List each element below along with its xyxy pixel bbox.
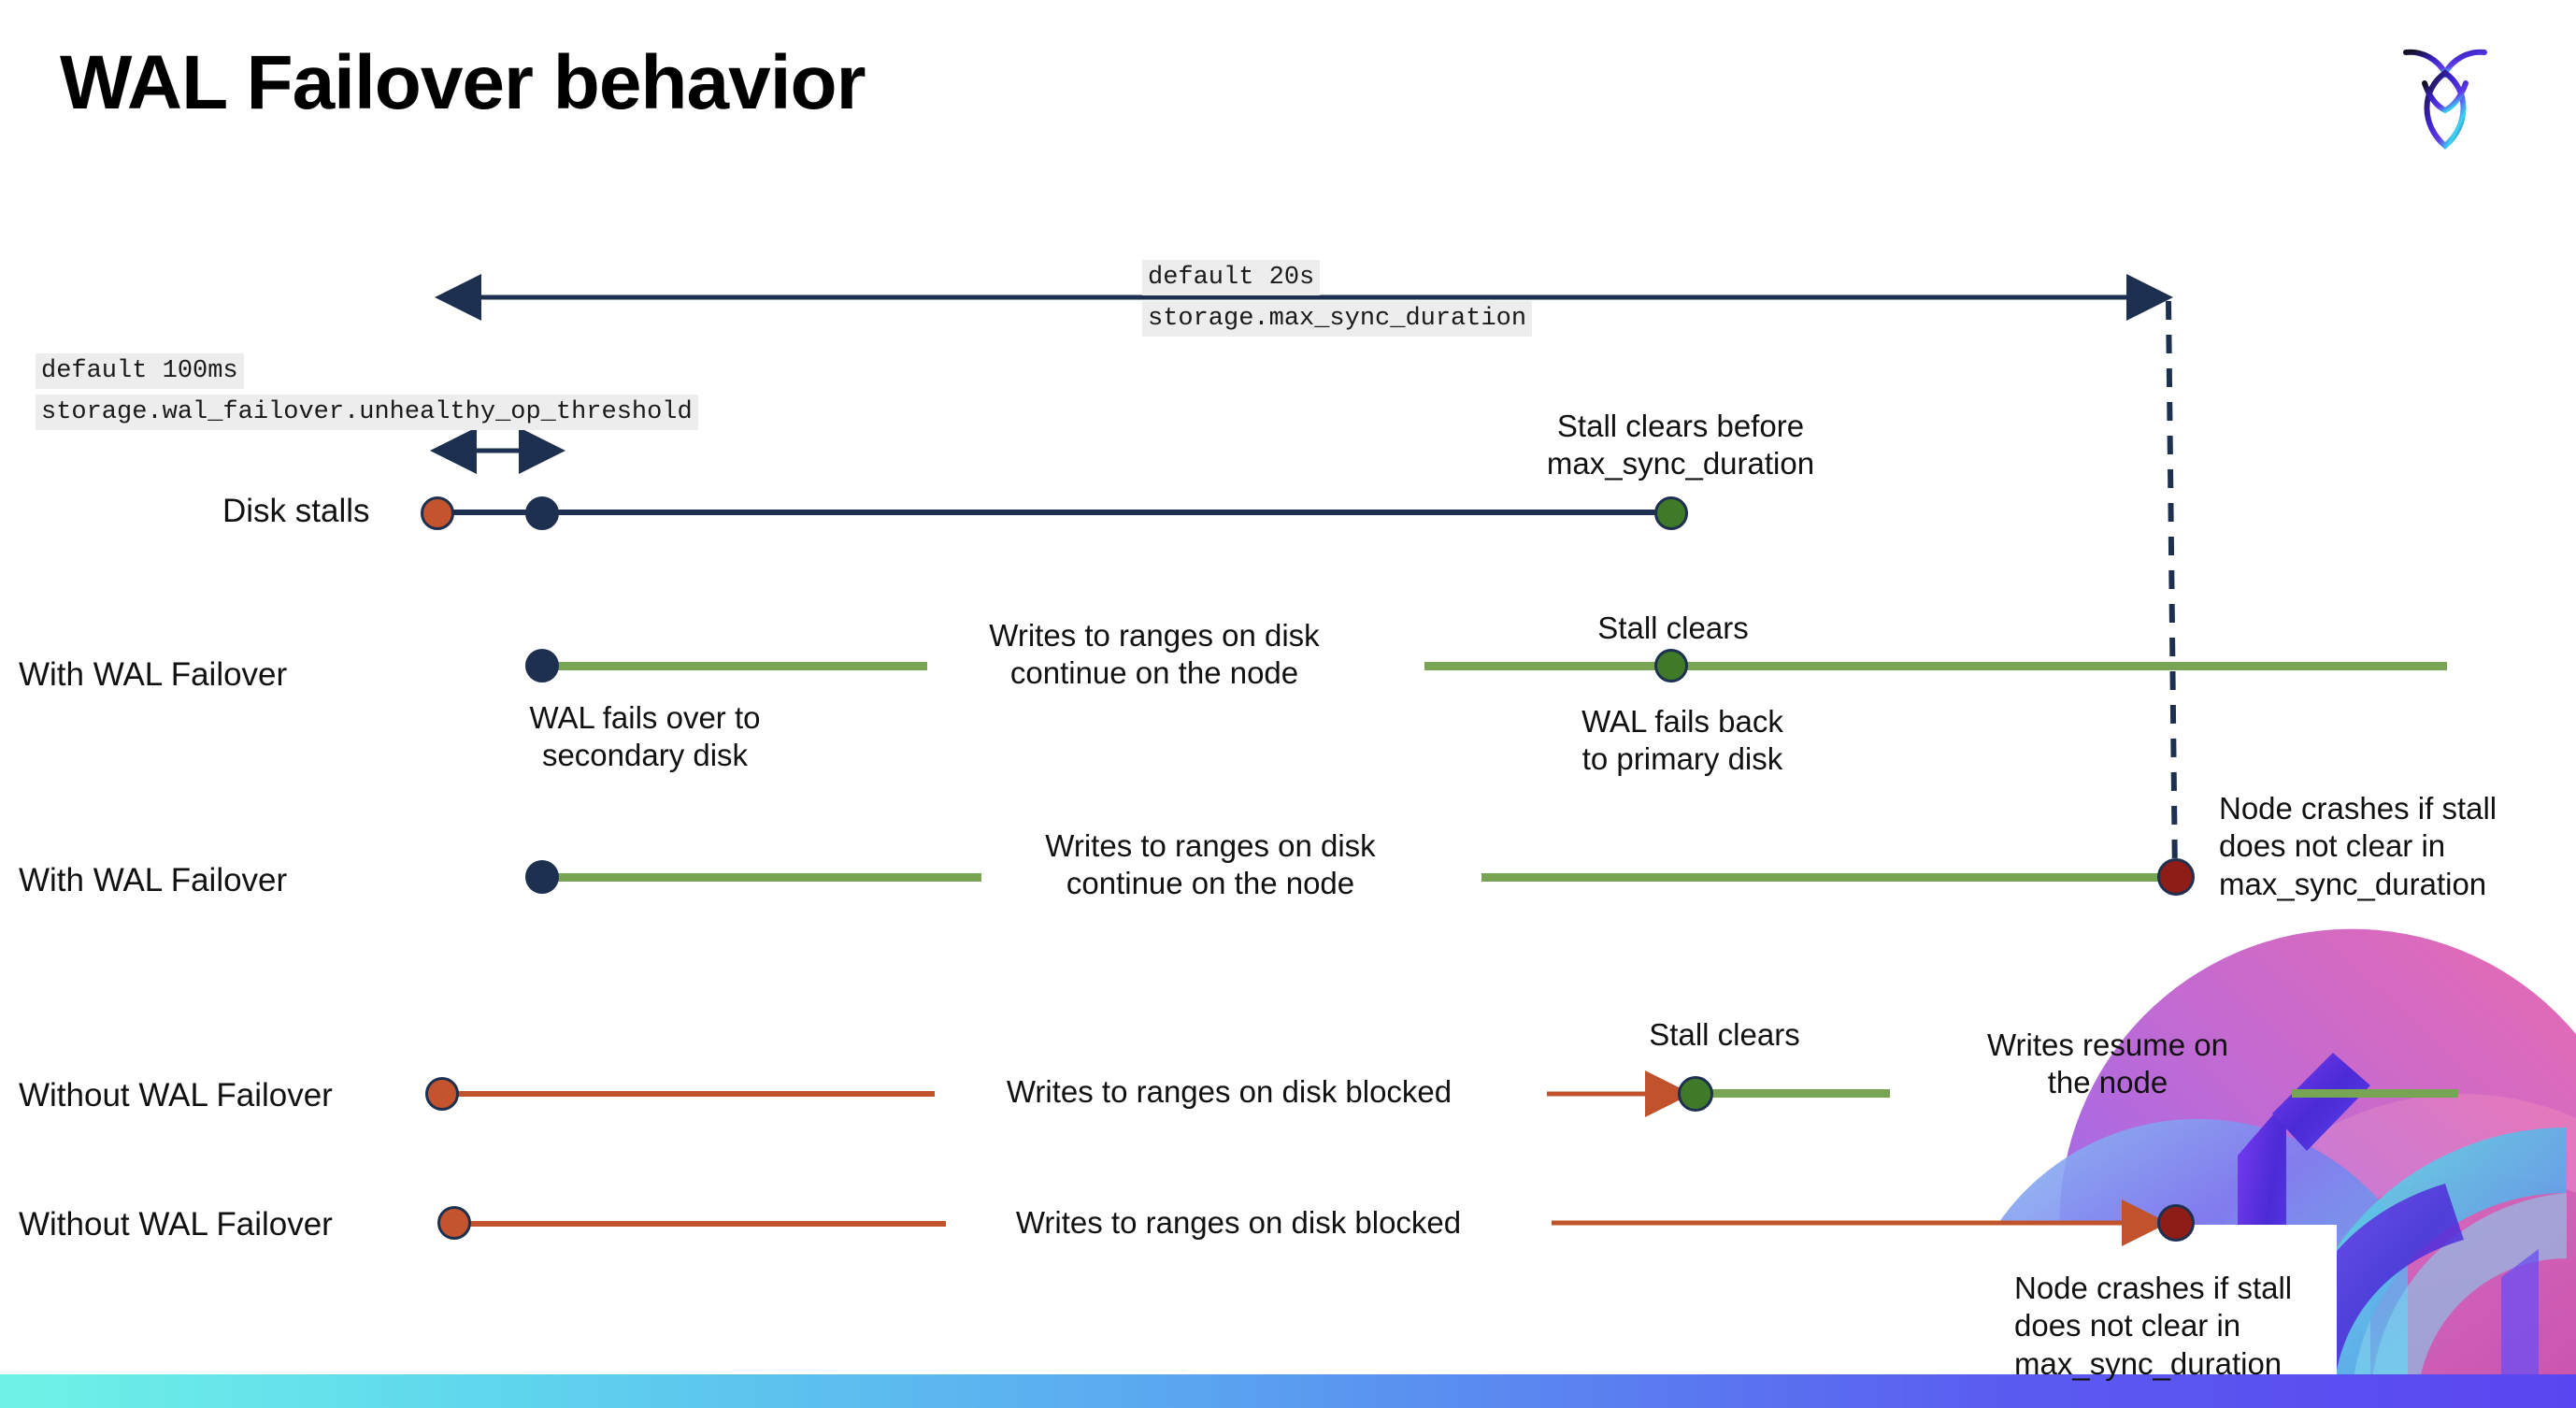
note-writes-blocked-2: Writes to ranges on disk blocked [1015,1205,1462,1240]
note-writes-blocked-1: Writes to ranges on disk blocked [1006,1074,1453,1109]
page-title: WAL Failover behavior [60,40,866,125]
disk-stalls-clear-dot [1654,496,1688,530]
disk-stalls-start-dot [421,496,454,530]
unhealthy-threshold-default-chip: default 100ms [36,353,244,390]
note-node-crashes-2: Node crashes if stall does not clear in … [2014,1271,2293,1381]
wf1-line-left [542,662,927,670]
wof2-crash-dot [2157,1204,2195,1242]
disk-stalls-line [439,510,1673,515]
unhealthy-threshold-setting-chip: storage.wal_failover.unhealthy_op_thresh… [36,395,698,431]
note-writes-continue-2: Writes to ranges on disk continue on the… [1045,828,1376,901]
wof2-start-dot [437,1206,471,1240]
white-cover-panel-left [1925,1225,2337,1374]
row-label-with-wal-failover-1: With WAL Failover [19,656,288,693]
bottom-gradient-bar [0,1374,2576,1408]
note-writes-resume: Writes resume on the node [1987,1027,2228,1100]
wof1-line-right [1707,1089,1890,1098]
note-stall-clears-1: Stall clears [1597,611,1749,645]
row-label-disk-stalls: Disk stalls [222,493,370,529]
cockroachdb-logo [2389,32,2501,153]
max-sync-duration-default-chip: default 20s [1142,260,1321,296]
note-stall-clears-before: Stall clears before max_sync_duration [1546,409,1815,481]
max-sync-duration-setting-chip: storage.max_sync_duration [1142,301,1533,338]
wof1-start-dot [425,1077,459,1111]
wf1-stall-clears-dot [1654,649,1688,682]
wf2-line-right [1481,873,2168,882]
wof1-line-resume [2292,1089,2458,1098]
disk-stalls-failover-dot [525,496,559,530]
note-writes-continue-1: Writes to ranges on disk continue on the… [989,618,1320,691]
note-wal-fails-back: WAL fails back to primary disk [1581,704,1783,777]
wf1-line-right [1424,662,2447,670]
wof1-stall-clears-dot [1678,1076,1713,1112]
wof2-line-left [460,1221,946,1227]
wf1-failover-dot [525,649,559,682]
note-wal-fails-over: WAL fails over to secondary disk [529,700,761,773]
wf2-line-left [542,873,981,882]
row-label-without-wal-failover-1: Without WAL Failover [19,1077,333,1113]
note-node-crashes-1: Node crashes if stall does not clear in … [2219,791,2497,901]
wof1-line-left [449,1091,935,1097]
note-stall-clears-2: Stall clears [1649,1017,1800,1052]
row-label-with-wal-failover-2: With WAL Failover [19,862,288,898]
wf2-crash-dot [2157,858,2195,896]
wf2-failover-dot [525,860,559,894]
row-label-without-wal-failover-2: Without WAL Failover [19,1206,333,1243]
